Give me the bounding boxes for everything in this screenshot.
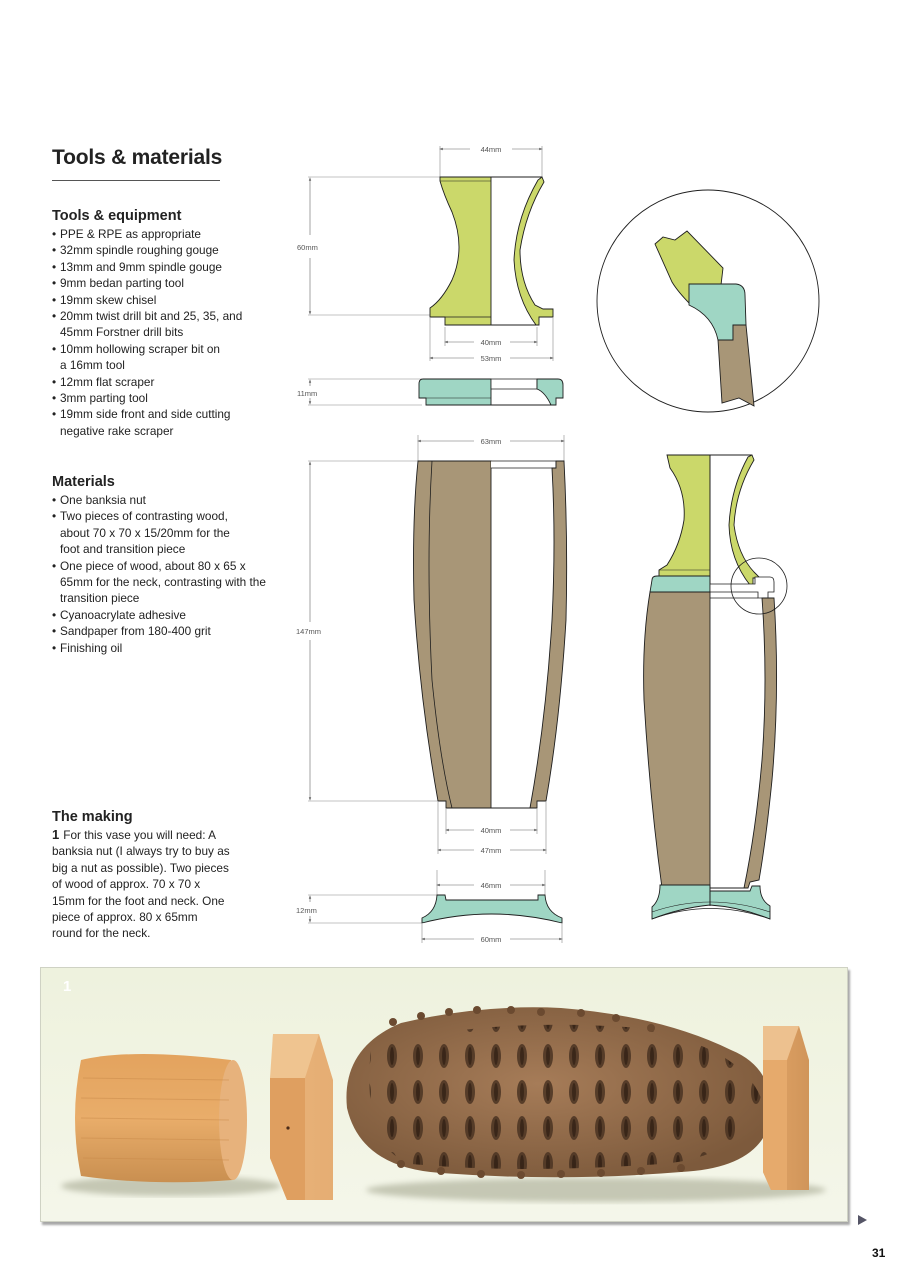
list-item: Two pieces of contrasting wood, about 70… bbox=[52, 508, 252, 557]
body-base-width-label: 47mm bbox=[481, 846, 502, 855]
neck-section-drawing: 44mm 60mm 40mm 53mm bbox=[297, 145, 554, 363]
body-height-label: 147mm bbox=[296, 627, 321, 636]
transition-height-label: 11mm bbox=[297, 389, 317, 398]
round-neck-blank bbox=[75, 1054, 247, 1183]
page-title: Tools & materials bbox=[52, 146, 223, 169]
list-item: PPE & RPE as appropriate bbox=[52, 226, 282, 243]
page-number: 31 bbox=[872, 1246, 886, 1260]
list-item: Cyanoacrylate adhesive bbox=[52, 607, 282, 624]
list-item: 10mm hollowing scraper bit on a 16mm too… bbox=[52, 341, 220, 374]
list-item: 3mm parting tool bbox=[52, 390, 282, 407]
foot-section-drawing: 46mm 12mm 60mm bbox=[296, 870, 563, 944]
title-divider bbox=[52, 180, 220, 181]
step-1-photo: 1 bbox=[40, 967, 848, 1222]
list-item: Finishing oil bbox=[52, 640, 282, 657]
neck-top-width-label: 44mm bbox=[481, 145, 502, 154]
neck-base-width-label: 53mm bbox=[481, 354, 502, 363]
materials-list: One banksia nut Two pieces of contrastin… bbox=[52, 492, 282, 656]
assembled-vase-drawing bbox=[643, 454, 788, 920]
next-page-arrow-icon[interactable] bbox=[858, 1215, 867, 1225]
list-item: 32mm spindle roughing gouge bbox=[52, 242, 282, 259]
joint-detail-magnified bbox=[596, 189, 820, 413]
transition-section-drawing: 11mm bbox=[297, 378, 564, 406]
foot-recess-width-label: 46mm bbox=[481, 881, 502, 890]
step-description: For this vase you will need: A banksia n… bbox=[52, 828, 230, 941]
list-item: 13mm and 9mm spindle gouge bbox=[52, 259, 282, 276]
materials-heading: Materials bbox=[52, 474, 115, 490]
list-item: 9mm bedan parting tool bbox=[52, 275, 282, 292]
list-item: One piece of wood, about 80 x 65 x 65mm … bbox=[52, 558, 266, 607]
list-item: 12mm flat scraper bbox=[52, 374, 282, 391]
square-foot-blank bbox=[763, 1026, 809, 1190]
tools-list: PPE & RPE as appropriate 32mm spindle ro… bbox=[52, 226, 282, 439]
tools-heading: Tools & equipment bbox=[52, 208, 182, 224]
list-item: 20mm twist drill bit and 25, 35, and 45m… bbox=[52, 308, 258, 341]
banksia-nut bbox=[346, 1006, 772, 1179]
neck-height-label: 60mm bbox=[297, 243, 318, 252]
foot-height-label: 12mm bbox=[296, 906, 317, 915]
step-number: 1 bbox=[52, 827, 60, 842]
making-heading: The making bbox=[52, 809, 133, 825]
materials-section: Materials One banksia nut Two pieces of … bbox=[52, 474, 282, 656]
tools-section: Tools & equipment PPE & RPE as appropria… bbox=[52, 208, 282, 439]
photo-step-number: 1 bbox=[63, 978, 72, 995]
list-item: One banksia nut bbox=[52, 492, 282, 509]
foot-base-width-label: 60mm bbox=[481, 935, 502, 944]
body-section-drawing: 63mm 147mm 40mm 47mm bbox=[296, 435, 568, 855]
materials-photo-illustration bbox=[61, 1006, 826, 1202]
neck-spigot-width-label: 40mm bbox=[481, 338, 502, 347]
list-item: 19mm skew chisel bbox=[52, 292, 282, 309]
list-item: Sandpaper from 180-400 grit bbox=[52, 623, 282, 640]
vase-technical-drawing: 44mm 60mm 40mm 53mm 11mm bbox=[296, 145, 820, 944]
body-spigot-width-label: 40mm bbox=[481, 826, 502, 835]
list-item: 19mm side front and side cutting negativ… bbox=[52, 406, 250, 439]
body-top-width-label: 63mm bbox=[481, 437, 502, 446]
square-transition-blank bbox=[270, 1034, 333, 1200]
